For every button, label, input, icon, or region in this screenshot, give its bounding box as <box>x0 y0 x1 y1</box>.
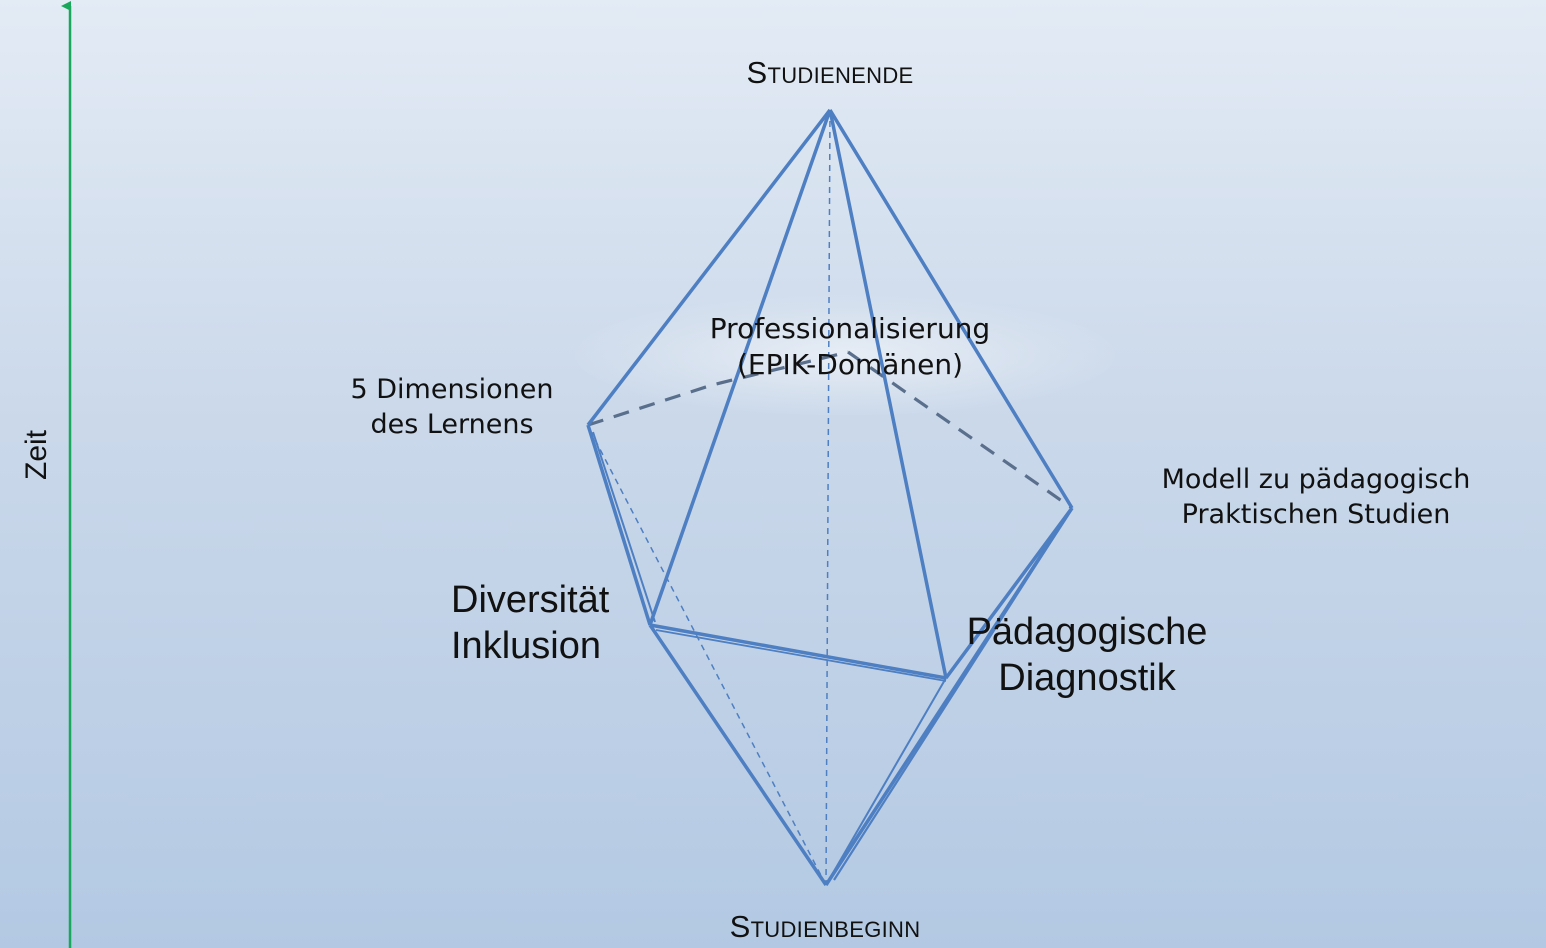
hidden-edge-vertical-axis <box>825 109 831 886</box>
time-axis-label: Zeit <box>20 429 53 480</box>
edge-right-bottom-inner <box>833 517 1067 881</box>
hidden-edge-back-left <box>587 350 849 427</box>
edge-upperleft-left-inner <box>592 431 656 623</box>
edge-top-lowerright <box>828 109 948 679</box>
upper-left-label-line-1: 5 Dimensionen <box>350 374 554 405</box>
left-label-line-1: Diversität <box>451 579 610 621</box>
vertex-label-center: Professionalisierung (EPIK-Domänen) <box>640 311 1060 384</box>
edge-left-bottom <box>648 624 828 886</box>
vertex-label-bottom: Studienbeginn <box>729 909 921 944</box>
center-label-line-2: (EPIK-Domänen) <box>736 348 964 382</box>
hidden-edge-left-to-bottom <box>589 429 827 886</box>
vertex-label-upper-left: 5 Dimensionen des Lernens <box>296 372 608 442</box>
hidden-edge-back-right <box>847 350 1073 510</box>
left-label-line-2: Inklusion <box>451 624 601 667</box>
edge-left-lowerright <box>649 623 947 680</box>
vertex-label-right: Modell zu pädagogisch Praktischen Studie… <box>1086 462 1546 532</box>
right-label-line-1: Modell zu pädagogisch <box>1161 464 1471 495</box>
visible-edges <box>586 108 1074 886</box>
upper-left-label-line-2: des Lernens <box>370 409 534 441</box>
vertex-label-top: Studienende <box>746 55 914 90</box>
lower-right-label-line-2: Diagnostik <box>998 656 1176 699</box>
edge-left-lowerright-inner <box>655 629 947 682</box>
vertex-label-left: Diversität Inklusion <box>451 578 609 669</box>
vertex-label-lower-right: Pädagogische Diagnostik <box>942 610 1232 701</box>
center-highlight <box>575 295 1115 415</box>
edge-upperleft-left <box>586 424 652 626</box>
edge-lowerright-bottom <box>825 677 947 886</box>
edge-top-left <box>648 109 832 626</box>
hidden-edges <box>587 109 1073 886</box>
lower-right-label-line-1: Pädagogische <box>966 611 1208 653</box>
right-label-line-2: Praktischen Studien <box>1181 499 1451 531</box>
edge-top-right <box>828 109 1074 509</box>
edge-lowerright-right <box>944 506 1074 680</box>
edge-top-upperleft <box>586 108 832 427</box>
center-label-line-1: Professionalisierung <box>709 312 991 345</box>
